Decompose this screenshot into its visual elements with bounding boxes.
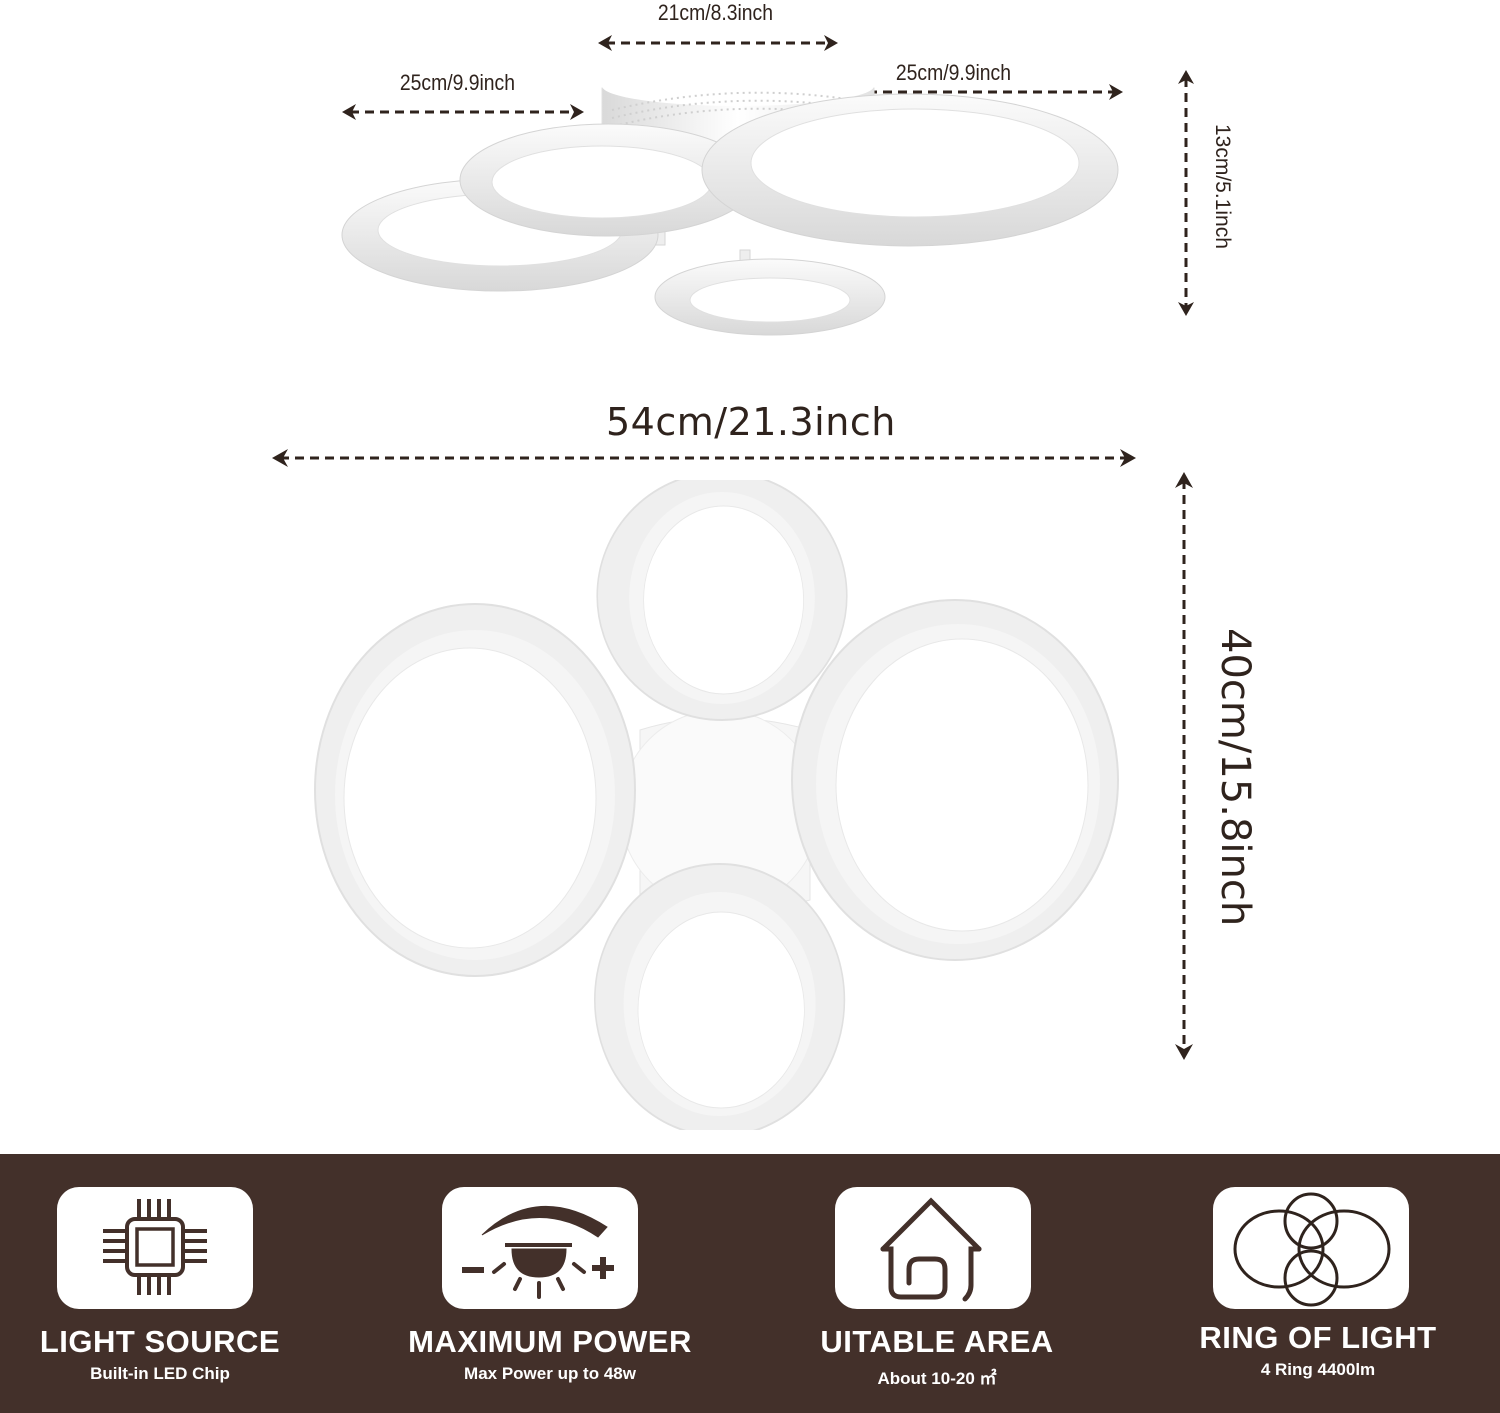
total-depth-arrow: [1175, 472, 1193, 1060]
fixture-side-view: [341, 66, 1119, 336]
feature-icon-tile: [835, 1187, 1031, 1309]
feature-icon-tile: [442, 1187, 638, 1309]
feature-title: RING OF LIGHT: [1199, 1320, 1437, 1355]
feature-icon-tile: [57, 1187, 253, 1309]
feature-subtitle: Built-in LED Chip: [90, 1364, 230, 1383]
base-width-label: 21cm/8.3inch: [657, 0, 774, 25]
feature-subtitle: 4 Ring 4400lm: [1260, 1360, 1376, 1379]
total-depth-label: 40cm/15.8inch: [1212, 628, 1258, 927]
total-width-label: 54cm/21.3inch: [606, 400, 896, 444]
feature-title: LIGHT SOURCE: [39, 1324, 281, 1359]
right-ring-width-label: 25cm/9.9inch: [895, 60, 1012, 85]
height-arrow: [1178, 70, 1194, 316]
side-view: 21cm/8.3inch 25cm/9.9inch 25cm/9.9inch 1…: [0, 0, 1500, 360]
fixture-top-view: [314, 480, 1119, 1130]
four-rings-icon: [1233, 1192, 1391, 1307]
dimmer-lamp-icon: [462, 1205, 614, 1299]
left-ring-width-label: 25cm/9.9inch: [399, 70, 516, 95]
feature-subtitle: About 10-20 ㎡: [877, 1369, 997, 1388]
feature-icon-tile: [1213, 1187, 1409, 1309]
house-icon: [880, 1197, 982, 1302]
feature-title: MAXIMUM POWER: [408, 1324, 692, 1359]
feature-subtitle: Max Power up to 48w: [464, 1364, 636, 1383]
features-band: LIGHT SOURCE Built-in LED Chip: [0, 1154, 1500, 1413]
left-ring-width-arrow: [342, 104, 584, 120]
total-width-arrow: [272, 449, 1136, 467]
height-label: 13cm/5.1inch: [1211, 124, 1234, 249]
top-view: 54cm/21.3inch 40cm/15.8inch: [0, 380, 1500, 1140]
feature-title: UITABLE AREA: [820, 1324, 1054, 1359]
base-width-arrow: [598, 35, 838, 51]
led-chip-icon: [103, 1199, 207, 1295]
